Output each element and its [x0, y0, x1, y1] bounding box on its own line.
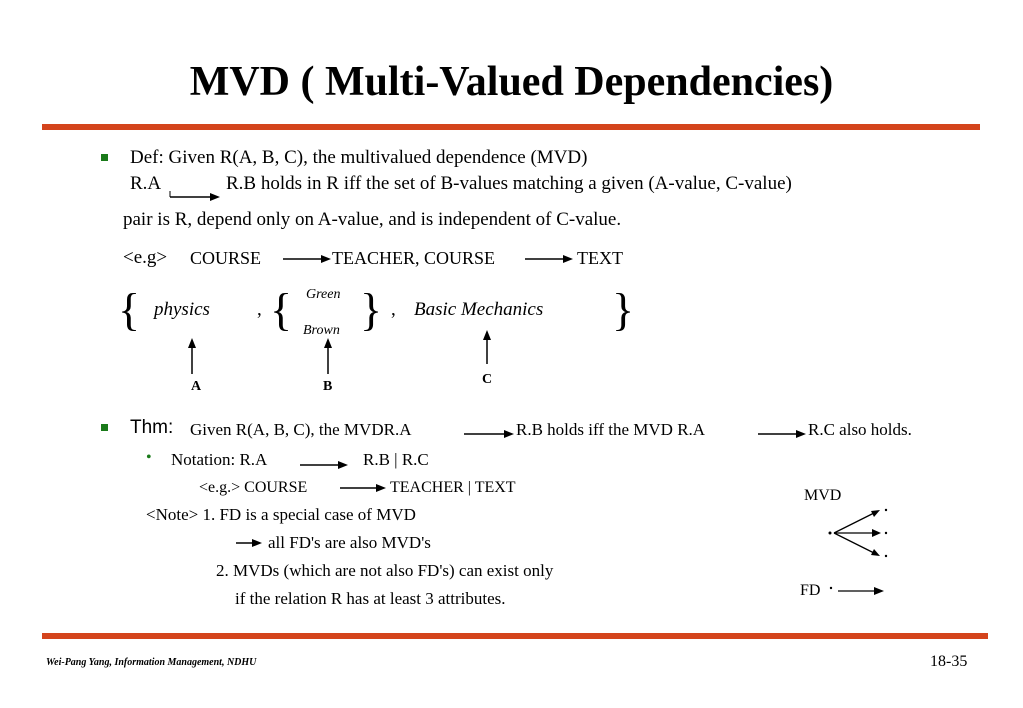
tuple-brown: Brown [303, 323, 340, 338]
example-teacher-course: TEACHER, COURSE [332, 248, 496, 268]
note-line-3: 2. MVDs (which are not also FD's) can ex… [216, 561, 554, 580]
def-line-1: Def: Given R(A, B, C), the multivalued d… [130, 147, 588, 168]
notation-part-1: Notation: R.A [171, 450, 268, 469]
tuple-physics: physics [154, 299, 210, 320]
mvd-arrow-icon [169, 191, 220, 201]
left-brace-icon: { [118, 284, 141, 335]
eg2-part-2: TEACHER | TEXT [390, 479, 516, 496]
mvd-arrow-icon [340, 484, 386, 492]
mvd-arrow-icon [758, 430, 806, 438]
tuple-comma-2: , [391, 299, 396, 320]
thm-part-3: R.C also holds. [808, 420, 912, 439]
bullet-square [101, 154, 108, 161]
eg2-part-1: <e.g.> COURSE [199, 479, 308, 496]
thm-part-2: R.B holds iff the MVD R.A [516, 420, 706, 439]
tuple-comma-1: , [257, 299, 262, 320]
example-text: TEXT [577, 248, 623, 268]
mvd-arrow-icon [464, 430, 514, 438]
page-number: 18-35 [930, 653, 968, 670]
mvd-arrow-icon [525, 255, 573, 263]
def-line-3: pair is R, depend only on A-value, and i… [123, 209, 622, 230]
tuple-basic-mechanics: Basic Mechanics [414, 299, 544, 320]
mvd-arrow-icon [283, 255, 331, 263]
label-a: A [191, 379, 202, 394]
footer-author: Wei-Pang Yang, Information Management, N… [46, 657, 257, 668]
right-brace-icon: } [612, 284, 635, 335]
label-b: B [323, 379, 333, 394]
bullet-dot-icon: • [146, 449, 152, 466]
footer-divider [42, 633, 988, 639]
title-divider [42, 124, 980, 130]
mvd-arrow-icon [300, 461, 348, 469]
notation-part-2: R.B | R.C [363, 450, 429, 469]
slide-title: MVD ( Multi-Valued Dependencies) [189, 59, 834, 105]
mvd-fanout-diagram [828, 508, 888, 558]
example-prefix: <e.g> [123, 247, 168, 268]
note-line-1: <Note> 1. FD is a special case of MVD [146, 505, 416, 524]
def-line-2-end: R.B holds in R iff the set of B-values m… [226, 173, 792, 194]
example-course: COURSE [190, 248, 262, 268]
def-line-2-start: R.A [130, 173, 162, 194]
label-c: C [482, 372, 493, 387]
thm-label: Thm: [130, 417, 174, 438]
up-arrow-icon [324, 338, 332, 374]
fd-arrow-icon [829, 586, 884, 595]
up-arrow-icon [483, 330, 491, 364]
tuple-green: Green [306, 287, 341, 302]
thm-part-1: Given R(A, B, C), the MVDR.A [190, 420, 412, 439]
note-line-4: if the relation R has at least 3 attribu… [235, 589, 506, 608]
diagram-fd-label: FD [800, 582, 821, 599]
diagram-mvd-label: MVD [804, 487, 842, 504]
note-line-2: all FD's are also MVD's [268, 533, 431, 552]
right-brace-icon: } [360, 284, 383, 335]
bullet-square [101, 424, 108, 431]
up-arrow-icon [188, 338, 196, 374]
left-brace-icon: { [270, 284, 293, 335]
right-arrow-icon [236, 539, 262, 547]
